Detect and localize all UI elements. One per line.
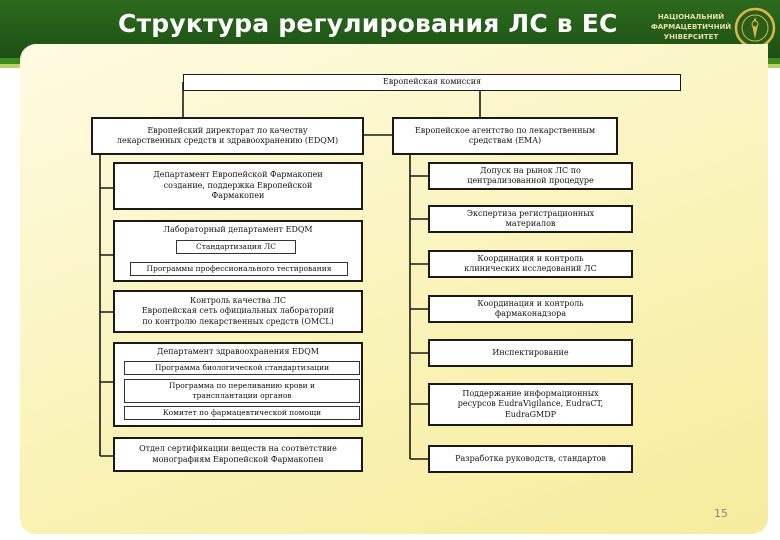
box-text: по контролю лекарственных средств (OMCL): [142, 316, 334, 326]
ema-child-box: Допуск на рынок ЛС по централизованной п…: [428, 162, 633, 190]
box-text: Контроль качества ЛС: [190, 295, 286, 305]
edqm-sub-item-box: Комитет по фармацевтической помощи: [124, 406, 360, 420]
ema-child-box: Координация и контроль клинических иссле…: [428, 250, 633, 278]
box-text: фармаконадзора: [494, 309, 567, 318]
box-text: Лабораторный департамент EDQM: [163, 225, 313, 234]
box-text: Департамент здравоохранения EDQM: [157, 347, 319, 356]
box-text: Отдел сертификации веществ на соответств…: [139, 444, 337, 453]
box-text: трансплантации органов: [192, 391, 292, 400]
university-logo-text: НАЦІОНАЛЬНИЙ ФАРМАЦЕВТИЧНИЙ УНІВЕРСИТЕТ: [650, 12, 732, 42]
edqm-child-box: Департамент Европейской Фармакопеи созда…: [113, 162, 363, 210]
box-text: Координация и контроль: [477, 253, 584, 263]
edqm-sub-item-box: Программа по переливанию крови и транспл…: [124, 379, 360, 403]
ema-child-box: Разработка руководств, стандартов: [428, 445, 633, 473]
connector-line: [410, 175, 428, 460]
edqm-child-box: Отдел сертификации веществ на соответств…: [113, 437, 363, 472]
box-text: Поддержание информационных: [462, 388, 599, 398]
edqm-sub-item-box: Стандартизация ЛС: [176, 240, 296, 254]
edqm-sub-item-box: Программа биологической стандартизации: [124, 361, 360, 375]
box-text: монографиям Европейской Фармакопеи: [152, 454, 324, 464]
box-text: Инспектирование: [492, 347, 569, 357]
box-text: Фармакопеи: [211, 191, 265, 201]
box-text: Программа биологической стандартизации: [154, 363, 330, 372]
box-text: Программы профессионального тестирования: [146, 264, 332, 273]
logo-line: ФАРМАЦЕВТИЧНИЙ: [650, 23, 732, 31]
box-text: клинических исследований ЛС: [464, 264, 597, 273]
box-text: материалов: [505, 219, 556, 228]
edqm-branch-box: Европейский директорат по качеству лекар…: [91, 117, 364, 155]
box-text: централизованной процедуре: [467, 176, 594, 185]
box-text: Разработка руководств, стандартов: [455, 453, 606, 463]
edqm-sub-item-box: Программы профессионального тестирования: [130, 262, 348, 276]
ema-child-box: Поддержание информационных ресурсов Eudr…: [428, 383, 633, 426]
box-text: лекарственных средств и здравоохранению …: [116, 136, 339, 145]
box-text: Допуск на рынок ЛС по: [480, 165, 581, 175]
box-text: Европейское агентство по лекарственным: [414, 125, 596, 135]
box-text: Европейская сеть официальных лабораторий: [141, 306, 335, 316]
logo-line: УНІВЕРСИТЕТ: [663, 33, 719, 41]
box-text: Экспертиза регистрационных: [466, 208, 595, 218]
diagram-root-box: Европейская комиссия: [183, 74, 681, 91]
connector-line: [100, 187, 113, 457]
logo-line: НАЦІОНАЛЬНИЙ: [657, 13, 725, 21]
box-text: ресурсов EudraVigilance, EudraCT,: [457, 399, 604, 409]
box-text: Стандартизация ЛС: [196, 242, 276, 251]
box-text: Комитет по фармацевтической помощи: [162, 408, 322, 417]
box-text: EudraGMDP: [504, 409, 557, 419]
slide-title: Структура регулирования ЛС в ЕС: [118, 9, 618, 38]
box-text: Программа по переливанию крови и: [168, 381, 316, 390]
box-text: Европейский директорат по качеству: [147, 125, 308, 135]
box-text: Координация и контроль: [477, 298, 584, 308]
ema-child-box: Инспектирование: [428, 339, 633, 367]
box-text: средствам (EMA): [468, 136, 542, 145]
ema-child-box: Координация и контроль фармаконадзора: [428, 295, 633, 323]
ema-branch-box: Европейское агентство по лекарственным с…: [392, 117, 618, 155]
ema-child-box: Экспертиза регистрационных материалов: [428, 205, 633, 233]
slide-number: 15: [714, 507, 728, 520]
edqm-child-box: Контроль качества ЛС Европейская сеть оф…: [113, 290, 363, 333]
box-text: Департамент Европейской Фармакопеи: [153, 170, 323, 180]
box-text: Европейская комиссия: [382, 77, 482, 87]
box-text: создание, поддержка Европейской: [163, 180, 313, 190]
